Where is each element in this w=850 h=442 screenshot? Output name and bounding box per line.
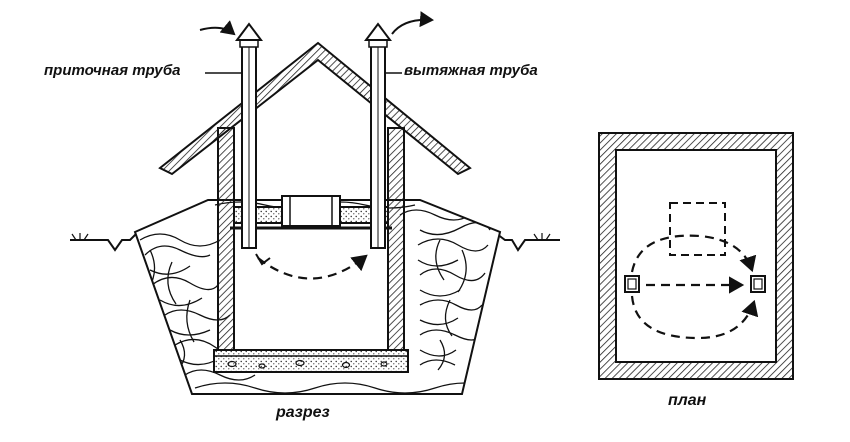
plan-view (598, 132, 794, 380)
plan-exhaust-pipe (750, 275, 766, 293)
left-wall (217, 127, 235, 351)
air-out-arrow (391, 11, 434, 35)
section-view (70, 11, 560, 395)
ceiling-hatch (281, 195, 341, 227)
floor-slab (213, 349, 409, 373)
right-wall (387, 127, 405, 351)
plan-lower-flow (630, 295, 759, 340)
section-caption: разрез (276, 404, 330, 421)
plan-hatch-opening (669, 202, 726, 256)
ground-right (496, 233, 560, 252)
supply-pipe-label: приточная труба (44, 62, 181, 79)
cellar-interior (234, 232, 388, 350)
ground-left (70, 233, 137, 252)
grass-right (533, 233, 551, 241)
supply-pipe (235, 22, 263, 249)
plan-caption: план (668, 392, 707, 409)
plan-supply-pipe (624, 275, 640, 293)
roof (158, 41, 472, 176)
grass-left (71, 233, 89, 241)
plan-upper-flow (630, 234, 757, 273)
air-in-arrow (199, 20, 236, 36)
exhaust-pipe-label: вытяжная труба (404, 62, 538, 79)
exhaust-pipe (364, 22, 392, 249)
